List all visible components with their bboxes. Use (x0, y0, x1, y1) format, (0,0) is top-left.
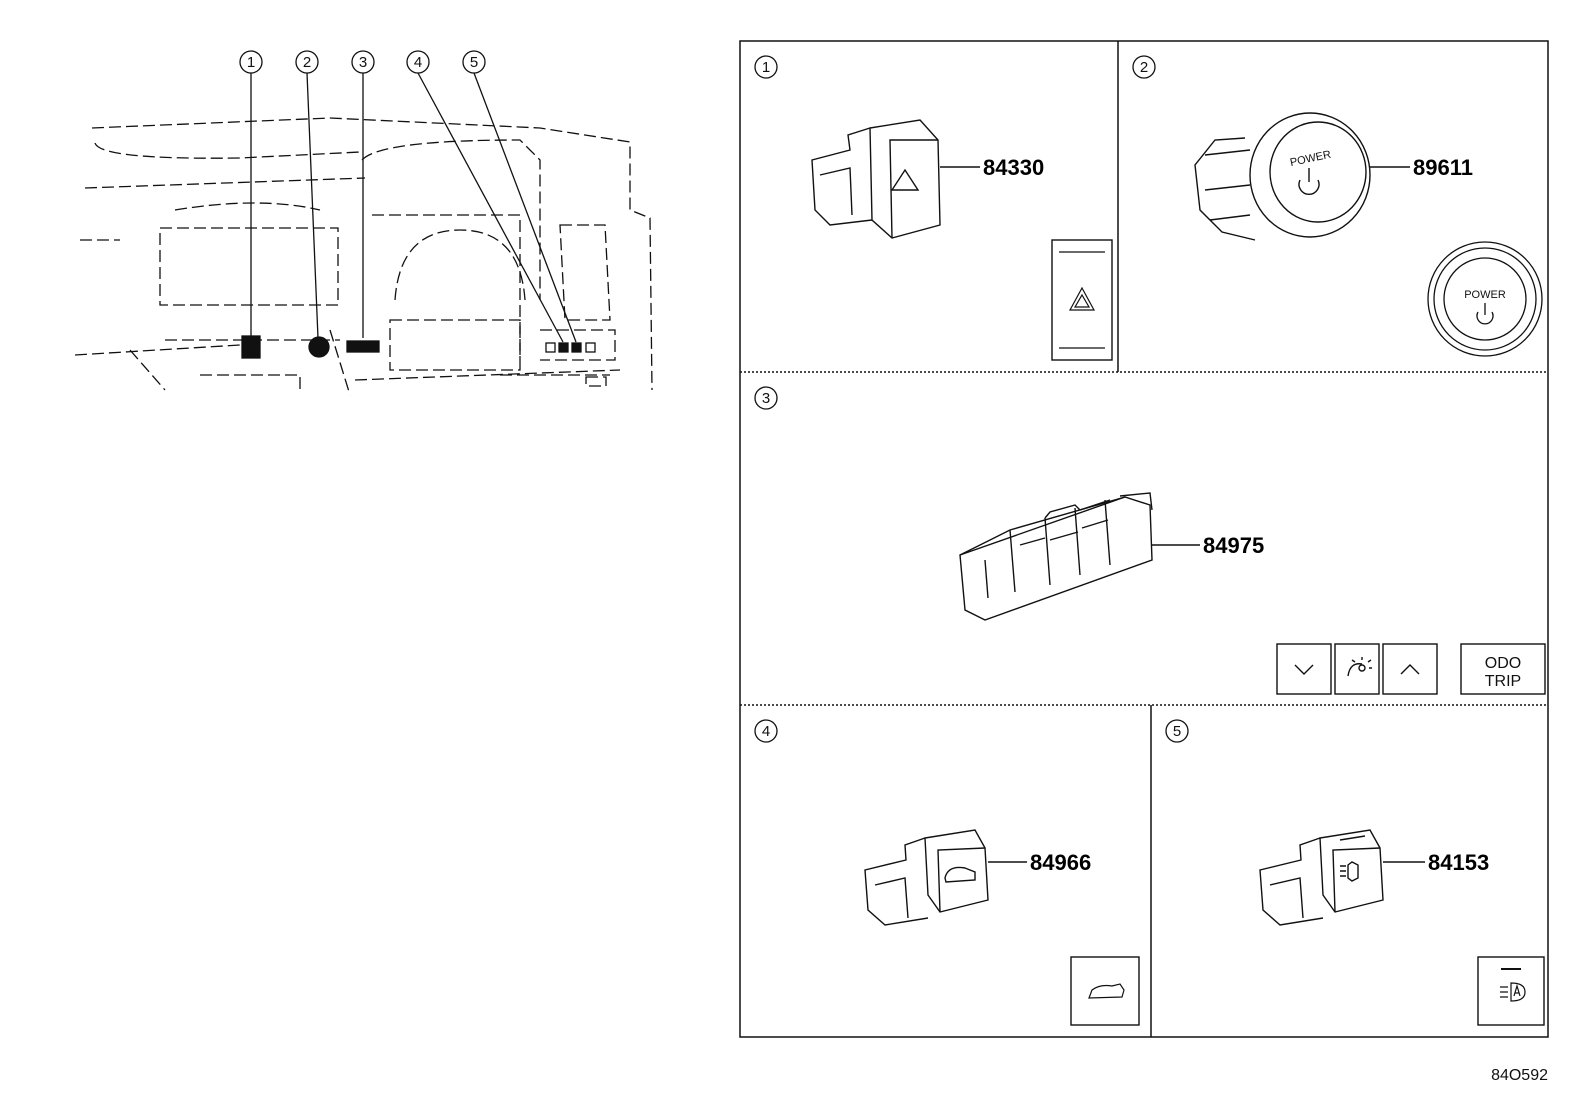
marker-height-switch (558, 342, 569, 353)
meter-switch-drawing (959, 492, 1200, 621)
marker-power-switch (308, 336, 330, 358)
overview-callout-4: 4 (414, 54, 422, 71)
meter-switch-keys (1276, 643, 1546, 695)
overview-callout-3: 3 (359, 54, 367, 71)
part-number-84153: 84153 (1428, 850, 1489, 875)
part-number-84966: 84966 (1030, 850, 1091, 875)
panel-2-index: 2 (1140, 59, 1148, 76)
power-switch-drawing (1194, 112, 1410, 241)
grid-frame (739, 40, 1549, 1038)
trip-label: TRIP (1485, 673, 1521, 690)
dash-illumination-icon (1347, 657, 1372, 677)
part-number-84975: 84975 (1203, 533, 1264, 558)
part-number-89611: 89611 (1413, 155, 1473, 180)
hazard-switch-face (1051, 239, 1113, 361)
dashboard-overview: 1 2 3 4 5 (74, 50, 653, 396)
marker-meter-switch (346, 340, 380, 353)
power-button-label: POWER (1464, 289, 1506, 301)
hazard-triangle-icon (890, 168, 920, 191)
overview-callout-5: 5 (470, 54, 478, 71)
vehicle-height-icon (1088, 983, 1125, 999)
panel-3-index: 3 (762, 390, 770, 407)
power-icon (1476, 311, 1494, 325)
height-switch-face (1070, 956, 1140, 1026)
odo-label: ODO (1485, 655, 1521, 672)
chevron-up-icon (1400, 664, 1420, 675)
power-switch-label: POWER (1289, 149, 1332, 169)
marker-spare-left (545, 342, 556, 353)
marker-hazard-switch (241, 335, 261, 359)
auto-high-beam-icon (1347, 861, 1359, 882)
height-switch-drawing (864, 829, 1027, 926)
panel-5-index: 5 (1173, 723, 1181, 740)
power-button-face (1427, 241, 1543, 357)
chevron-down-icon (1294, 664, 1314, 675)
hazard-switch-drawing (811, 119, 980, 239)
drawing-code: 84O592 (1491, 1067, 1548, 1084)
overview-callout-1: 1 (247, 54, 255, 71)
panel-4-index: 4 (762, 723, 770, 740)
highbeam-switch-face (1477, 956, 1545, 1026)
dashboard-outline (74, 117, 653, 396)
vehicle-height-icon (944, 866, 976, 883)
highbeam-switch-drawing (1259, 829, 1425, 926)
auto-high-beam-icon (1500, 982, 1526, 1002)
panel-1-index: 1 (762, 59, 770, 76)
part-number-84330: 84330 (983, 155, 1044, 180)
overview-callout-2: 2 (303, 54, 311, 71)
overview-callouts (239, 50, 577, 343)
hazard-triangle-icon (1068, 286, 1096, 311)
marker-spare-right (585, 342, 596, 353)
marker-highbeam-switch (571, 342, 582, 353)
